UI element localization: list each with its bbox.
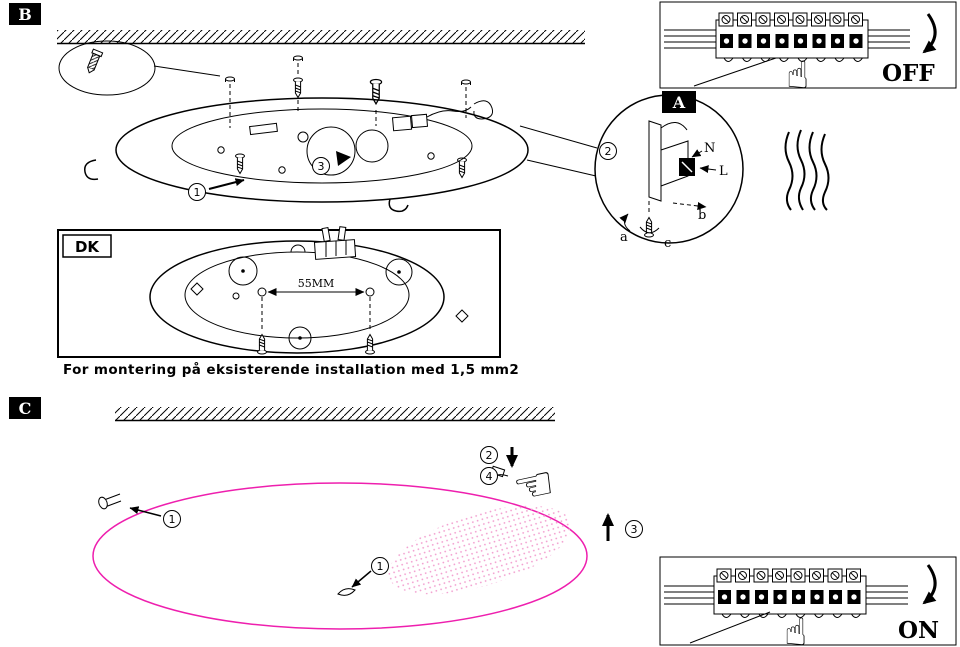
- mounting-screws: [235, 77, 467, 178]
- dk-caption: For montering på eksisterende installati…: [63, 361, 519, 378]
- keyhole-diamond: [190, 282, 204, 296]
- terminal-a-label: a: [620, 230, 628, 245]
- terminal-c-label: c: [664, 236, 671, 251]
- plate-wire: [426, 106, 472, 118]
- shade-shading: [388, 505, 572, 595]
- power-off-inset: ☝ OFF: [659, 1, 957, 97]
- shade-clip-bottom: [337, 588, 356, 596]
- step-2-label: 2: [486, 449, 493, 462]
- dk-label: DK: [75, 238, 100, 256]
- section-c: C 1 1 2: [9, 397, 643, 630]
- cable-hook: [473, 100, 493, 120]
- section-b-label: B: [18, 5, 32, 24]
- step-3-label: 3: [318, 160, 325, 173]
- keyhole-diamond: [455, 309, 469, 323]
- dk-section: DK 55MM: [57, 226, 501, 358]
- section-a-badge: A: [662, 91, 696, 113]
- mains-wires: [784, 129, 830, 211]
- terminal-n-label: N: [704, 141, 715, 156]
- mounting-plate-drawing: [83, 97, 529, 213]
- dimension-55mm: 55MM: [267, 277, 365, 296]
- direction-arrow-icon: [336, 151, 351, 166]
- step-1-marker-c-left: 1: [129, 506, 181, 528]
- step-1-label: 1: [194, 186, 201, 199]
- section-c-badge: C: [9, 397, 41, 419]
- ceiling-anchor-marks: [225, 55, 471, 86]
- breaker-panel-off: [664, 13, 910, 87]
- terminal-b-label: b: [698, 208, 706, 223]
- pointing-hand-icon: ☝: [786, 53, 809, 97]
- on-label: ON: [898, 617, 939, 644]
- ceiling-hatch-c: [115, 407, 555, 422]
- step-2-label: 2: [605, 145, 612, 158]
- side-clip-left: [83, 159, 99, 181]
- step-3-marker-c: 3: [602, 513, 643, 541]
- alignment-dashes: [229, 63, 467, 128]
- section-b-badge: B: [9, 3, 41, 25]
- section-a-label: A: [672, 93, 686, 112]
- step-1-label: 1: [377, 560, 384, 573]
- shade-clip-left: [98, 493, 122, 510]
- step-3-label: 3: [631, 523, 638, 536]
- breaker-panel-on: [664, 569, 908, 644]
- dimension-label: 55MM: [298, 277, 335, 290]
- step-3-marker-b: 3: [312, 151, 351, 175]
- terminal-bracket: [648, 120, 695, 202]
- dk-plate-diagram: 55MM: [149, 226, 469, 355]
- wall-plug-icon: [86, 48, 104, 74]
- ceiling-hatch-b: [57, 30, 585, 45]
- step-1-marker-b: 1: [188, 178, 245, 201]
- switch-off-arrow-icon: [922, 13, 937, 54]
- power-on-inset: ☝ ON: [659, 556, 957, 647]
- step-4-marker-c: 4: [480, 467, 498, 485]
- step-2-marker-c: 2: [480, 446, 518, 468]
- step-4-label: 4: [486, 470, 493, 483]
- terminal-l-label: L: [719, 164, 728, 179]
- step-1-marker-c-bottom: 1: [351, 557, 389, 588]
- glass-shade: [92, 482, 588, 630]
- section-c-label: C: [19, 399, 32, 418]
- step-1-label: 1: [169, 513, 176, 526]
- off-label: OFF: [882, 60, 935, 87]
- terminal-detail-circle: N L a c b 2: [594, 94, 744, 251]
- wall-plug-detail-circle: [58, 40, 221, 96]
- pointing-hand-icon: ☝: [784, 610, 807, 647]
- step-2-marker-b: 2: [599, 142, 617, 160]
- section-b: B: [9, 3, 830, 251]
- switch-on-arrow-icon: [922, 564, 937, 605]
- side-clip-bottom: [388, 198, 409, 213]
